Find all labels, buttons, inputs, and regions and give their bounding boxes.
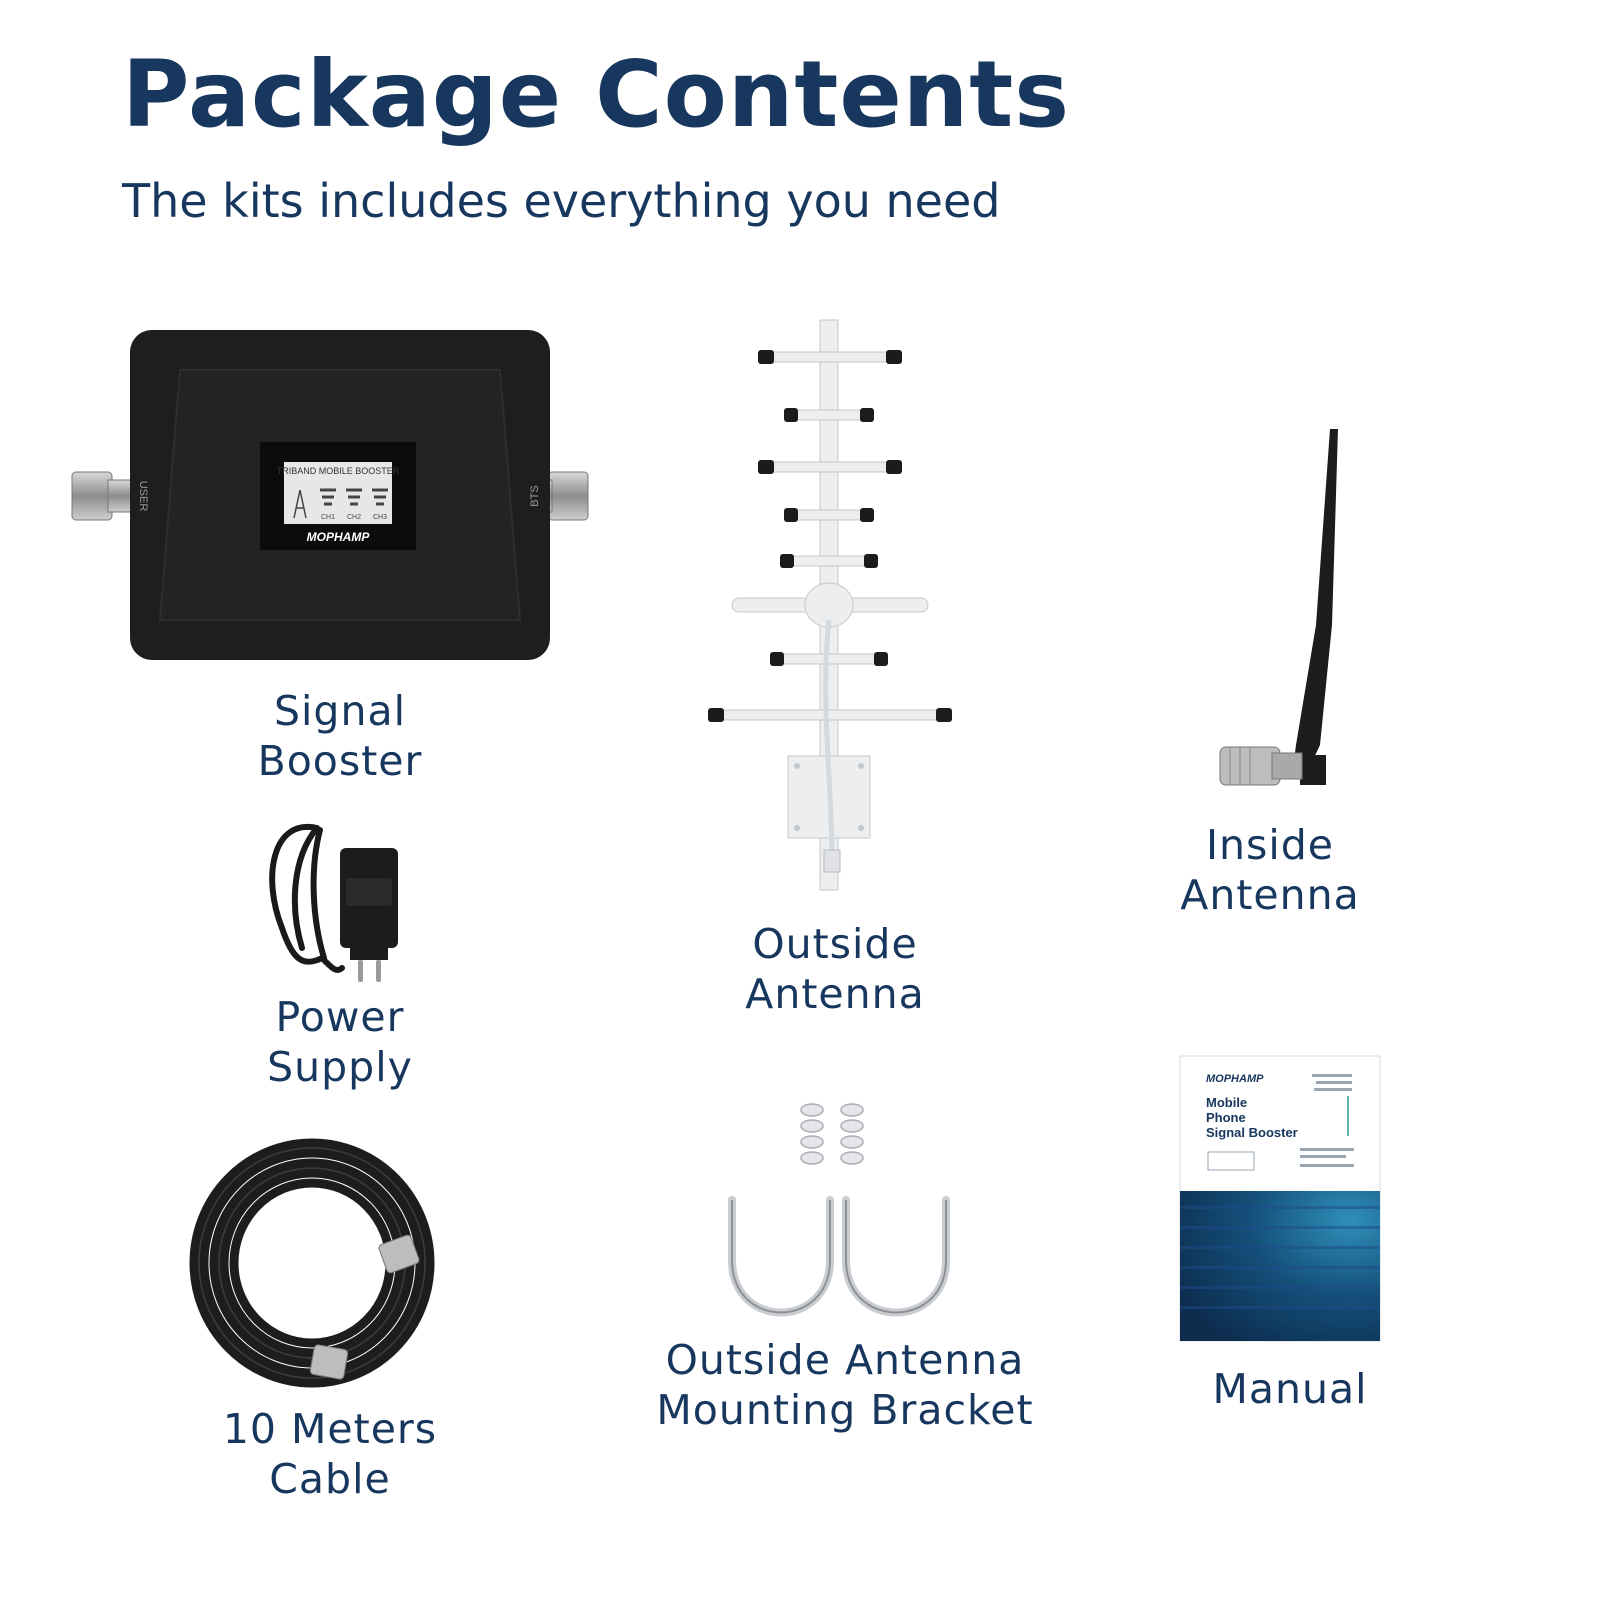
mounting-bracket-label-line2: Mounting Bracket	[656, 1386, 1034, 1434]
signal-booster-label-line1: Signal	[274, 687, 406, 735]
signal-booster-label-line2: Booster	[257, 737, 423, 785]
manual-brand: MOPHAMP	[1206, 1073, 1264, 1085]
inside-antenna-image	[1219, 429, 1338, 786]
mounting-bracket-label: Outside Antenna Mounting Bracket	[630, 1335, 1060, 1435]
cable-label-line2: Cable	[269, 1455, 391, 1503]
cable-label: 10 Meters Cable	[190, 1404, 470, 1504]
manual-image: MOPHAMP Mobile Phone Signal Booster	[1179, 1055, 1381, 1342]
manual-label: Manual	[1150, 1364, 1430, 1414]
power-supply-image	[269, 823, 398, 982]
booster-brand: MOPHAMP	[307, 530, 371, 544]
outside-antenna-label: Outside Antenna	[695, 919, 975, 1019]
cable-label-line1: 10 Meters	[222, 1405, 438, 1453]
cable-image	[189, 1138, 435, 1388]
manual-title-line3: Signal Booster	[1206, 1125, 1298, 1140]
booster-screen-title: TRIBAND MOBILE BOOSTER	[277, 466, 400, 476]
signal-booster-image: TRIBAND MOBILE BOOSTER CH1 CH2 CH3 MOPHA…	[71, 330, 589, 660]
booster-screen-ch2: CH2	[347, 514, 361, 521]
inside-antenna-label-line1: Inside	[1205, 821, 1335, 869]
manual-label-text: Manual	[1212, 1365, 1368, 1413]
page-title: Package Contents	[122, 41, 1070, 148]
booster-port-user: USER	[137, 481, 149, 512]
booster-screen-ch3: CH3	[373, 514, 387, 521]
page-subtitle: The kits includes everything you need	[122, 174, 1001, 228]
outside-antenna-image	[708, 319, 952, 891]
inside-antenna-label-line2: Antenna	[1180, 871, 1360, 919]
mounting-bracket-image	[728, 1103, 950, 1317]
booster-port-bts: BTS	[529, 485, 541, 506]
booster-screen-ch1: CH1	[321, 514, 335, 521]
manual-title-line2: Phone	[1206, 1110, 1246, 1125]
power-supply-label-line1: Power	[275, 993, 405, 1041]
power-supply-label: Power Supply	[200, 992, 480, 1092]
power-supply-label-line2: Supply	[267, 1043, 413, 1091]
manual-title-line1: Mobile	[1206, 1095, 1247, 1110]
outside-antenna-label-line2: Antenna	[745, 970, 925, 1018]
mounting-bracket-label-line1: Outside Antenna	[665, 1336, 1025, 1384]
outside-antenna-label-line1: Outside	[752, 920, 918, 968]
signal-booster-label: Signal Booster	[200, 686, 480, 786]
inside-antenna-label: Inside Antenna	[1130, 820, 1410, 920]
